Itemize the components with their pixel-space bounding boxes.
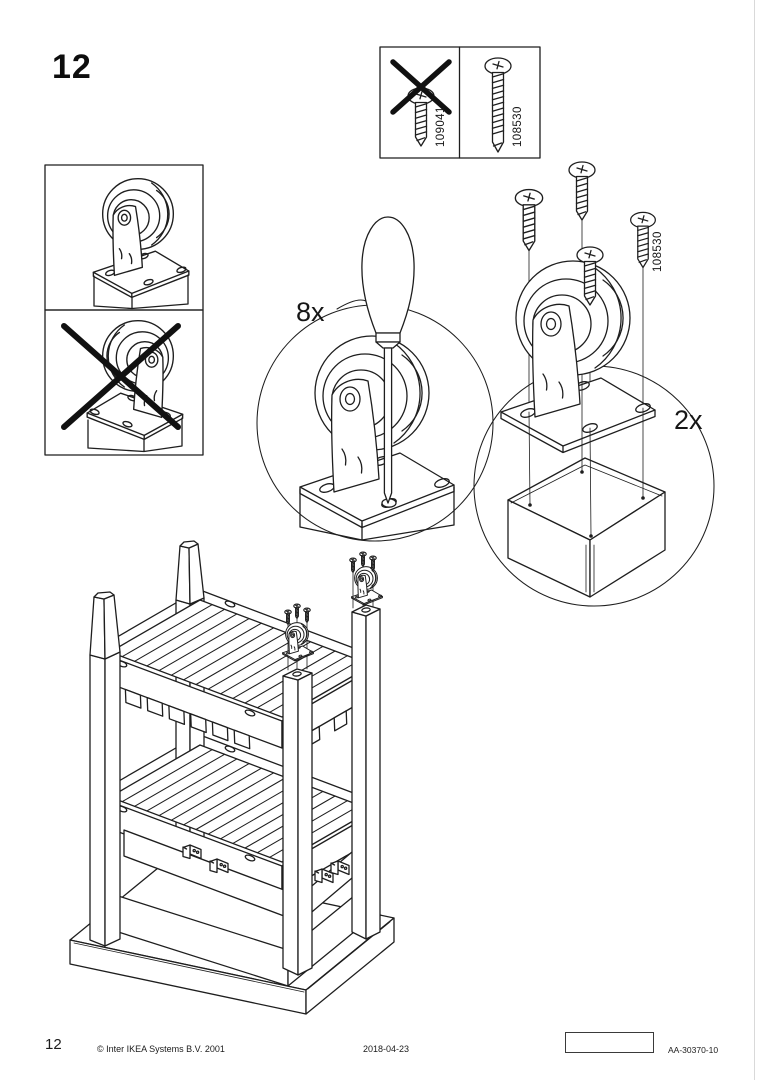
revision-date: 2018-04-23 (363, 1044, 410, 1054)
leg-left (89, 591, 121, 947)
screw-icon (568, 161, 596, 221)
screw-icon (514, 188, 544, 252)
furniture-illustration (69, 540, 395, 1015)
wrong-screw-part-number: 109041 (435, 106, 447, 147)
incorrect-orientation-box (44, 309, 204, 456)
caster-mounting-detail: 108530 2x (473, 161, 715, 607)
correct-screw-cell: 108530 (484, 57, 524, 153)
leg-post-top (87, 417, 183, 453)
caster-orientation-panel (44, 164, 204, 456)
screw-hole-dot (580, 470, 584, 474)
copyright-text: © Inter IKEA Systems B.V. 2001 (97, 1044, 225, 1054)
cross-out-icon (390, 59, 452, 115)
assembly-detail: 8x 108530 2x (256, 161, 715, 607)
caster-quantity-label: 2x (674, 405, 703, 435)
screw-icon (293, 603, 301, 620)
correct-screw-icon (484, 57, 512, 153)
leg-front (282, 668, 313, 976)
leg-post-top (299, 486, 455, 541)
wrong-screw-cell: 109041 (390, 59, 452, 147)
screw-hole-dot (528, 503, 532, 507)
screw-icon (303, 607, 311, 624)
caster-icon (500, 260, 656, 454)
callout-leader-line (336, 299, 367, 310)
screw-hole-dot (641, 496, 645, 500)
footer-blank-box (565, 1032, 654, 1053)
step-number: 12 (52, 48, 92, 86)
leg-right (351, 604, 381, 940)
leg-post-cube (507, 457, 666, 598)
caster-on-front-leg (282, 603, 314, 671)
screw-part-number-label: 108530 (652, 231, 664, 272)
caster-icon (351, 566, 383, 606)
cross-out-icon (61, 323, 181, 430)
screwdriver-icon (361, 216, 415, 508)
parts-selection-panel: 109041 108530 (379, 46, 541, 159)
screw-icon (349, 557, 357, 574)
scan-edge-line (754, 0, 755, 1080)
caster-correct-icon (92, 177, 190, 299)
screwdriving-detail: 8x (256, 216, 494, 542)
screw-hole-dot (589, 534, 593, 538)
screwdriver-quantity-label: 8x (296, 297, 325, 327)
correct-screw-part-number: 108530 (512, 106, 524, 147)
shelf-hooks (124, 688, 251, 750)
screw-icon (359, 551, 367, 568)
guide-lines (528, 384, 644, 537)
page-number: 12 (45, 1036, 62, 1053)
leg-post-top (93, 274, 189, 310)
correct-orientation-box (44, 164, 204, 311)
document-code: AA-30370-10 (668, 1045, 719, 1055)
caster-icon (299, 335, 455, 529)
caster-on-right-leg (349, 551, 383, 609)
